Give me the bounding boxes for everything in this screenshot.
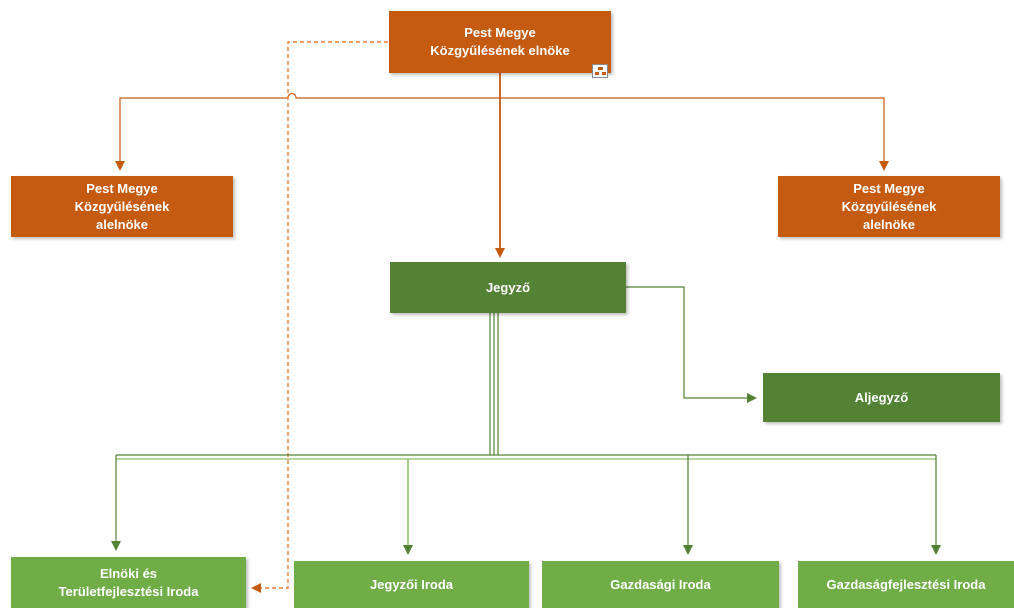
node-elnok[interactable]: Pest Megye Közgyűlésének elnöke	[389, 11, 611, 73]
node-alelnok-right-label: Pest Megye Közgyűlésének alelnöke	[841, 180, 937, 232]
node-aljegyzo-label: Aljegyző	[854, 389, 909, 405]
connector-elnok-elnoki-iroda-dashed	[251, 41, 388, 593]
node-aljegyzo[interactable]: Aljegyző	[763, 373, 1000, 422]
node-elnoki-iroda-label: Elnöki és Területfejlesztési Iroda	[58, 565, 199, 599]
node-jegyzoi-iroda-label: Jegyzői Iroda	[369, 576, 454, 592]
node-gazdasagfejlesztesi-iroda-label: Gazdaságfejlesztési Iroda	[826, 576, 986, 592]
connector-jegyzo-aljegyzo	[626, 286, 757, 403]
connector-elnok-alelnok-left	[115, 92, 500, 171]
org-chart-icon	[592, 64, 608, 78]
node-gazdasagi-iroda-label: Gazdasági Iroda	[610, 576, 711, 592]
connector-elnok-alelnok-right	[500, 97, 889, 171]
node-alelnok-left[interactable]: Pest Megye Közgyűlésének alelnöke	[11, 176, 233, 237]
node-alelnok-left-label: Pest Megye Közgyűlésének alelnöke	[74, 180, 170, 232]
node-gazdasagfejlesztesi-iroda[interactable]: Gazdaságfejlesztési Iroda	[798, 561, 1014, 608]
node-jegyzo-label: Jegyző	[485, 279, 531, 295]
node-jegyzo[interactable]: Jegyző	[390, 262, 626, 313]
node-elnok-label: Pest Megye Közgyűlésének elnöke	[430, 25, 570, 58]
node-alelnok-right[interactable]: Pest Megye Közgyűlésének alelnöke	[778, 176, 1000, 237]
node-jegyzoi-iroda[interactable]: Jegyzői Iroda	[294, 561, 529, 608]
node-gazdasagi-iroda[interactable]: Gazdasági Iroda	[542, 561, 779, 608]
node-elnoki-iroda[interactable]: Elnöki és Területfejlesztési Iroda	[11, 557, 246, 608]
